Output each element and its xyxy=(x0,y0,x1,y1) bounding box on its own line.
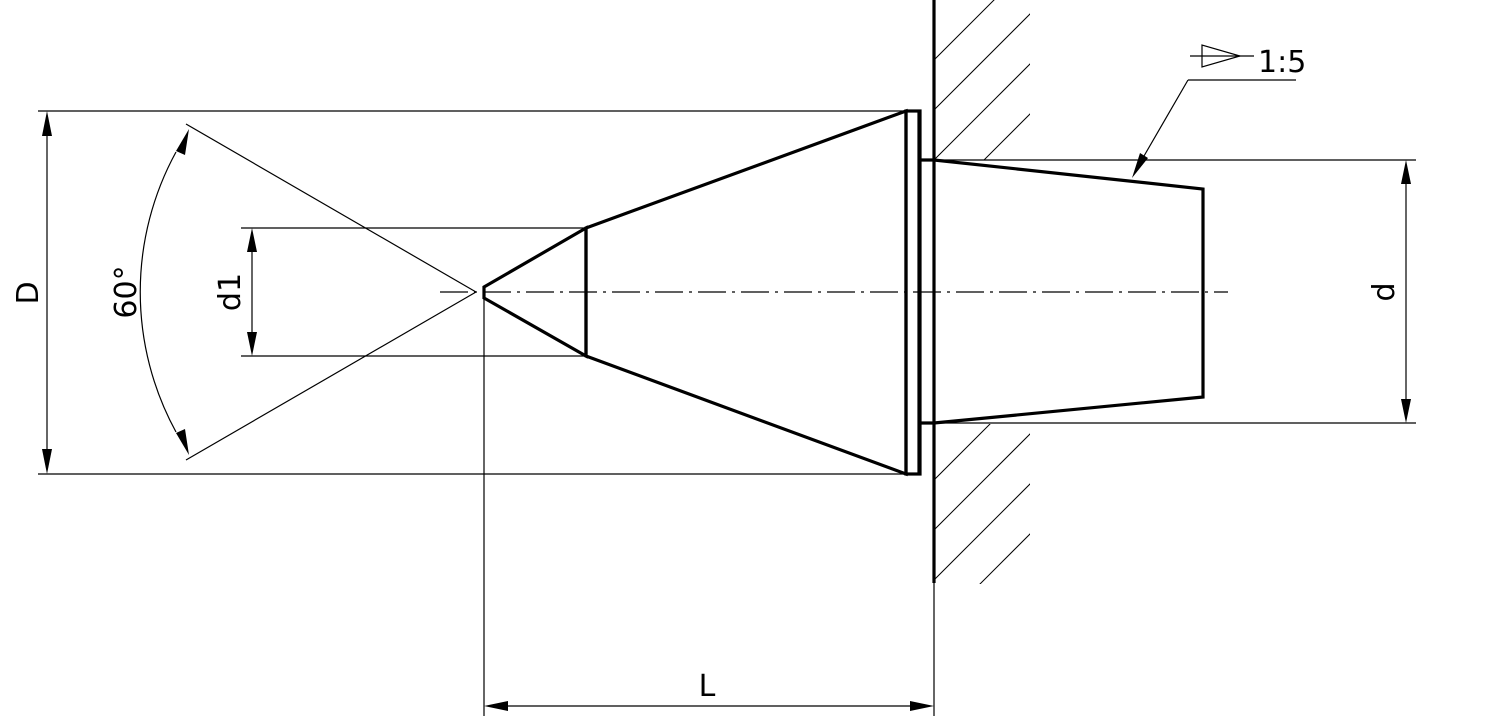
taper-annotation: 1:5 xyxy=(1132,44,1306,178)
cone-construction-line-lower xyxy=(185,291,477,461)
dimension-label-angle: 60° xyxy=(109,265,144,318)
dimension-D: D xyxy=(11,110,906,475)
taper-symbol-icon xyxy=(1190,44,1254,68)
taper-ratio-label: 1:5 xyxy=(1258,45,1306,80)
dimension-L: L xyxy=(483,298,935,716)
shank-outline xyxy=(920,158,1205,425)
dimension-label-d: d xyxy=(1367,282,1402,301)
dimension-label-L: L xyxy=(699,669,716,704)
dimension-label-D: D xyxy=(11,281,46,304)
taper-leader-line xyxy=(1143,79,1189,157)
collar-flange xyxy=(904,109,922,476)
dimension-d1: d1 xyxy=(213,227,586,357)
wall-hatch-bottom xyxy=(934,424,1030,584)
hatched-wall xyxy=(932,0,1030,584)
dimension-d: d xyxy=(934,159,1416,424)
dimension-label-d1: d1 xyxy=(213,273,248,311)
dimension-angle-60: 60° xyxy=(109,129,189,455)
cone-construction-line-upper xyxy=(185,123,477,293)
taper-leader-arrow xyxy=(1132,153,1148,178)
wall-hatch-top xyxy=(934,0,1030,160)
